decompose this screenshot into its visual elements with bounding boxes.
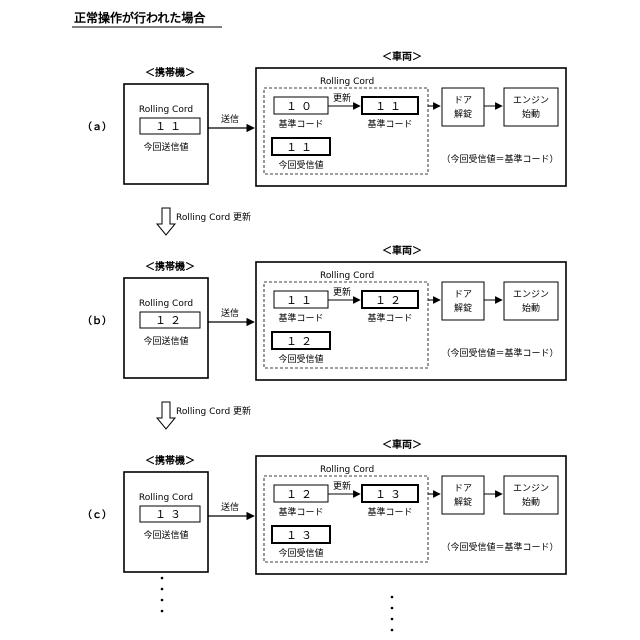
received-value: １２ [286, 335, 316, 348]
handheld-value: １１ [155, 120, 185, 133]
handheld-value-caption: 今回送信値 [143, 529, 188, 541]
reference-before-caption: 基準コード [278, 312, 323, 324]
reference-after-caption: 基準コード [367, 312, 412, 324]
reference-after-value: １１ [375, 100, 405, 113]
continuation-dots-left [161, 577, 164, 613]
condition-note: （今回受信値＝基準コード） [441, 347, 558, 359]
door-label-line2: 解錠 [454, 302, 472, 314]
engine-label-line2: 始動 [522, 302, 540, 314]
engine-label-line2: 始動 [522, 108, 540, 120]
received-caption: 今回受信値 [278, 353, 323, 365]
handheld-value-caption: 今回送信値 [143, 141, 188, 153]
update-label: 更新 [333, 480, 351, 492]
handheld-rolling-label: Rolling Cord [139, 105, 193, 115]
handheld-label: ＜携帯機＞ [145, 454, 195, 467]
scenario-a: （ａ） ＜携帯機＞ Rolling Cord １１ 今回送信値 送信 ＜車両＞ Rolling… [82, 50, 566, 186]
scenario-label: （ｂ） [82, 314, 112, 327]
condition-note: （今回受信値＝基準コード） [441, 153, 558, 165]
transition-2: Rolling Cord 更新 [157, 402, 251, 429]
door-label-line2: 解錠 [454, 496, 472, 508]
handheld-rolling-label: Rolling Cord [139, 493, 193, 503]
vehicle-label: ＜車両＞ [382, 244, 422, 257]
scenario-b: （ｂ） ＜携帯機＞ Rolling Cord １２ 今回送信値 送信 ＜車両＞ Rolling… [82, 244, 566, 380]
reference-before-caption: 基準コード [278, 118, 323, 130]
diagram-title: 正常操作が行われた場合 [74, 10, 206, 25]
door-label-line1: ドア [454, 96, 472, 106]
transition-label: Rolling Cord 更新 [176, 211, 251, 223]
reference-after-caption: 基準コード [367, 118, 412, 130]
update-label: 更新 [333, 92, 351, 104]
vehicle-label: ＜車両＞ [382, 438, 422, 451]
reference-before-caption: 基準コード [278, 506, 323, 518]
engine-start-box [504, 282, 558, 320]
handheld-label: ＜携帯機＞ [145, 66, 195, 79]
update-label: 更新 [333, 286, 351, 298]
send-label: 送信 [221, 307, 239, 319]
handheld-value: １３ [155, 508, 185, 521]
send-label: 送信 [221, 113, 239, 125]
reference-before-value: １２ [286, 488, 316, 501]
vehicle-rolling-label: Rolling Cord [320, 77, 374, 87]
send-label: 送信 [221, 501, 239, 513]
door-unlock-box [442, 282, 484, 320]
reference-after-caption: 基準コード [367, 506, 412, 518]
received-value: １１ [286, 141, 316, 154]
vehicle-rolling-label: Rolling Cord [320, 271, 374, 281]
down-arrow-icon [157, 208, 175, 235]
door-label-line2: 解錠 [454, 108, 472, 120]
handheld-rolling-label: Rolling Cord [139, 299, 193, 309]
engine-start-box [504, 88, 558, 126]
engine-start-box [504, 476, 558, 514]
down-arrow-icon [157, 402, 175, 429]
received-value: １３ [286, 529, 316, 542]
vehicle-rolling-label: Rolling Cord [320, 465, 374, 475]
transition-label: Rolling Cord 更新 [176, 405, 251, 417]
condition-note: （今回受信値＝基準コード） [441, 541, 558, 553]
engine-label-line2: 始動 [522, 496, 540, 508]
reference-before-value: １０ [286, 100, 316, 113]
received-caption: 今回受信値 [278, 159, 323, 171]
door-unlock-box [442, 88, 484, 126]
vehicle-label: ＜車両＞ [382, 50, 422, 63]
handheld-label: ＜携帯機＞ [145, 260, 195, 273]
door-label-line1: ドア [454, 484, 472, 494]
handheld-value: １２ [155, 314, 185, 327]
handheld-value-caption: 今回送信値 [143, 335, 188, 347]
received-caption: 今回受信値 [278, 547, 323, 559]
engine-label-line1: エンジン [513, 484, 549, 494]
scenario-label: （ａ） [82, 120, 112, 133]
door-label-line1: ドア [454, 290, 472, 300]
scenario-label: （ｃ） [82, 508, 112, 521]
transition-1: Rolling Cord 更新 [157, 208, 251, 235]
scenario-c: （ｃ） ＜携帯機＞ Rolling Cord １３ 今回送信値 送信 ＜車両＞ Rolling… [82, 438, 566, 574]
reference-after-value: １２ [375, 294, 405, 307]
continuation-dots-right [391, 596, 394, 632]
engine-label-line1: エンジン [513, 290, 549, 300]
door-unlock-box [442, 476, 484, 514]
reference-before-value: １１ [286, 294, 316, 307]
reference-after-value: １３ [375, 488, 405, 501]
engine-label-line1: エンジン [513, 96, 549, 106]
